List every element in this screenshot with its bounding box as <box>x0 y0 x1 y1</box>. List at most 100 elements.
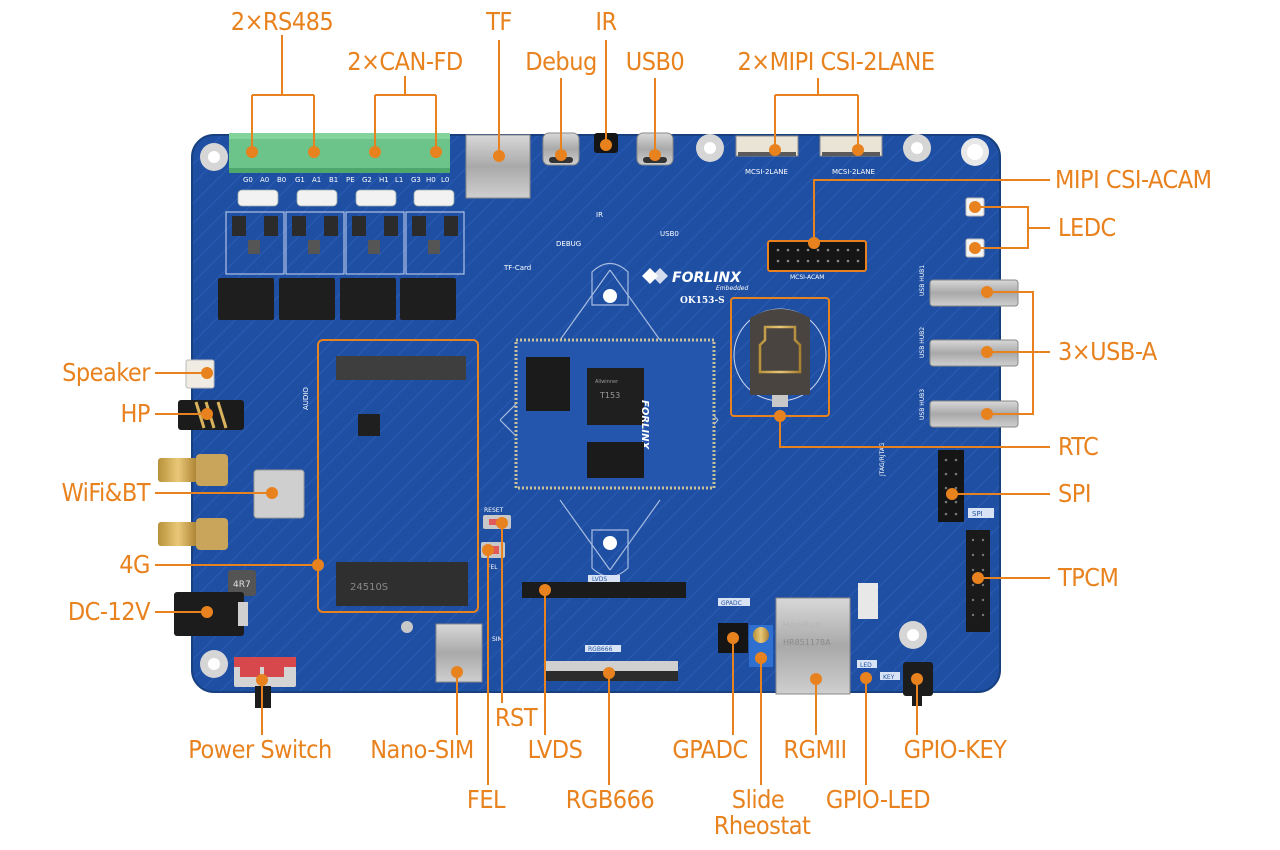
leader-canfd <box>374 76 437 152</box>
callout-dot <box>852 144 864 156</box>
callout-dot <box>555 149 567 161</box>
label-fel: FEL <box>466 785 506 814</box>
callout-dot <box>969 201 981 213</box>
pin-label: H0 <box>426 176 436 184</box>
label-usb-a: 3×USB-A <box>1058 337 1157 366</box>
callout-dot <box>755 652 767 664</box>
callout-dot <box>482 544 494 556</box>
mounting-holes <box>200 134 989 678</box>
leader-mipi-acam <box>813 179 1050 243</box>
m2-4g-slot: 24510S <box>317 339 479 613</box>
key-silk: KEY <box>883 674 895 681</box>
usb-hub2-silk: USB HUB2 <box>919 327 926 358</box>
sim-silk: SIM <box>492 636 503 643</box>
mcsi-silk-1: MCSI-2LANE <box>745 168 788 176</box>
label-dc12v: DC-12V <box>67 597 151 626</box>
jtag-silk: JTAG/RJTAG <box>879 442 886 477</box>
ethernet-model: HR851178A <box>783 638 831 647</box>
usb-hub3-silk: USB HUB3 <box>919 389 926 420</box>
dip-switch <box>858 583 878 619</box>
label-ledc: LEDC <box>1058 213 1116 242</box>
spi-header: SPI JTAG/RJTAG <box>879 442 994 522</box>
callout-dot <box>493 150 505 162</box>
pin-label: G2 <box>362 176 372 184</box>
mounting-hole <box>603 289 617 303</box>
callout-dot <box>369 146 381 158</box>
callout-dot <box>430 146 442 158</box>
usb0-silk: USB0 <box>660 230 679 238</box>
callout-dot <box>972 572 984 584</box>
gpadc-jumper: GPADC <box>718 598 750 653</box>
lvds-header: LVDS <box>522 575 686 598</box>
acam-silk: MCSI-ACAM <box>790 274 824 281</box>
transceiver-area <box>218 189 465 320</box>
callout-dot <box>981 408 993 420</box>
label-canfd: 2×CAN-FD <box>347 47 463 76</box>
pin-label: B1 <box>329 176 338 184</box>
label-tf: TF <box>486 7 512 36</box>
callout-dot <box>201 408 213 420</box>
label-slide: Slide <box>731 785 785 814</box>
label-gpio-key: GPIO-KEY <box>903 735 1007 764</box>
mounting-hole <box>401 621 413 633</box>
callout-dot <box>946 488 958 500</box>
callout-dot <box>810 673 822 685</box>
callout-dot <box>981 346 993 358</box>
callout-dot <box>649 149 661 161</box>
label-usb0: USB0 <box>625 47 685 76</box>
callout-dot <box>769 144 781 156</box>
pin-label: G3 <box>411 176 421 184</box>
inductor: 4R7 <box>228 570 256 596</box>
model-text: OK153-S <box>680 296 725 306</box>
usb-hub1-silk: USB HUB1 <box>919 265 926 296</box>
power-switch <box>234 657 296 708</box>
led-silk: LED <box>860 662 872 669</box>
label-tpcm: TPCM <box>1058 563 1119 592</box>
callout-dot <box>969 242 981 254</box>
leader-rs485 <box>251 35 315 152</box>
label-ir: IR <box>595 7 617 36</box>
leader-ledc <box>975 206 1050 249</box>
emmc-chip <box>526 357 570 411</box>
callout-dot <box>860 672 872 684</box>
label-rtc: RTC <box>1058 432 1099 461</box>
callout-dot <box>911 673 923 685</box>
debug-silk: DEBUG <box>556 240 581 248</box>
pin-label: L1 <box>395 176 403 184</box>
chip-name: T153 <box>599 391 620 400</box>
terminal-pin-labels: G0 A0 B0 G1 A1 B1 PE G2 H1 L1 G3 H0 L0 <box>243 176 449 184</box>
som-brand: FORLINX <box>639 400 650 450</box>
fel-silk: FEL <box>487 564 498 571</box>
leader-lines <box>155 35 1050 785</box>
callout-dot <box>981 286 993 298</box>
label-nano-sim: Nano-SIM <box>370 735 474 764</box>
callout-dot <box>308 146 320 158</box>
terminal-block <box>229 133 450 173</box>
label-spi: SPI <box>1058 479 1091 508</box>
lvds-silk: LVDS <box>592 576 607 583</box>
ram-chip <box>587 442 644 478</box>
chip-vendor: Allwinner <box>595 379 619 385</box>
mipi-acam-header: MCSI-ACAM <box>767 240 867 281</box>
label-rheostat: Rheostat <box>713 811 811 840</box>
sma-antenna-4g <box>158 518 228 550</box>
callout-dot <box>312 559 324 571</box>
callout-dots <box>201 139 993 686</box>
gpadc-silk: GPADC <box>721 600 742 607</box>
usb-a-ports: USB HUB1 USB HUB2 USB HUB3 <box>919 265 1019 428</box>
callout-dot <box>774 410 786 422</box>
label-hp: HP <box>120 399 151 428</box>
label-mipi-csi-acam: MIPI CSI-ACAM <box>1055 165 1212 194</box>
label-rst: RST <box>494 703 538 732</box>
rgb666-silk: RGB666 <box>588 646 613 653</box>
mipi-csi-connectors: MCSI-2LANE MCSI-2LANE <box>735 135 883 176</box>
mounting-hole <box>200 143 228 171</box>
brand-text: FORLINX <box>672 270 742 286</box>
pin-label: H1 <box>379 176 389 184</box>
callout-dot <box>539 584 551 596</box>
pin-label: G0 <box>243 176 253 184</box>
spi-silk: SPI <box>972 510 983 518</box>
callout-dot <box>603 667 615 679</box>
label-rgb666: RGB666 <box>565 785 655 814</box>
soc-chip <box>587 368 644 425</box>
